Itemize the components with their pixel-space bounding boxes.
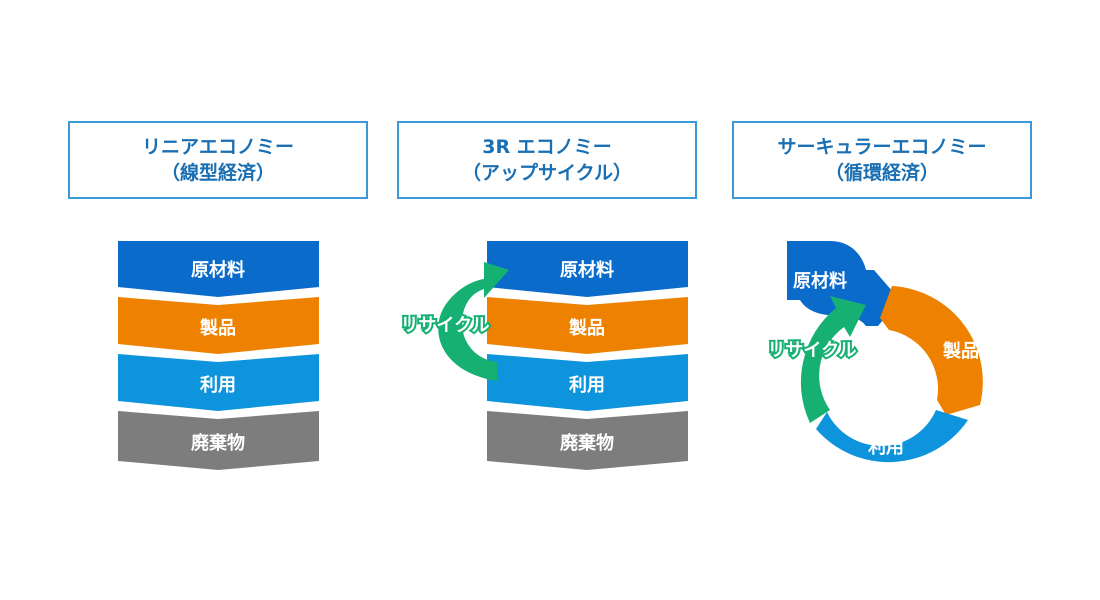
circular-recycle-label: リサイクル: [767, 340, 856, 361]
linear-economy-flow: 原材料 製品 利用 廃棄物: [118, 241, 319, 470]
3r-recycle-arrow: [438, 262, 509, 381]
circular-raw-material-label: 原材料: [793, 270, 847, 292]
circular-use-arc: [816, 410, 968, 463]
3r-economy-title-line2: （アップサイクル）: [461, 162, 633, 184]
circular-economy-title-line1: サーキュラーエコノミー: [777, 136, 987, 158]
circular-product-arc: [880, 286, 983, 415]
3r-raw-material-chevron: [487, 241, 688, 297]
circular-recycle-arc: [800, 296, 866, 423]
circular-use-label: 利用: [868, 436, 904, 458]
3r-economy-title-line1: 3R エコノミー: [482, 136, 612, 158]
linear-use-chevron: [118, 354, 319, 411]
circular-raw-material-arrow: [787, 241, 900, 326]
linear-product-label: 製品: [199, 318, 236, 339]
3r-use-chevron: [487, 354, 688, 411]
circular-product-label: 製品: [942, 341, 979, 362]
3r-raw-material-label: 原材料: [560, 259, 614, 281]
circular-economy-title-line2: （循環経済）: [824, 162, 939, 184]
linear-economy-title-line1: リニアエコノミー: [141, 136, 294, 158]
3r-waste-label: 廃棄物: [560, 432, 614, 454]
linear-raw-material-chevron: [118, 241, 319, 297]
3r-economy-flow: 原材料 製品 利用 廃棄物 リサイクル リサイクル: [398, 241, 688, 470]
linear-economy-title-line2: （線型経済）: [160, 162, 275, 184]
circular-economy-flow: 原材料 製品 利用 リサイクル: [765, 241, 983, 463]
linear-product-chevron: [118, 297, 319, 354]
3r-product-chevron: [487, 297, 688, 354]
linear-use-label: 利用: [200, 374, 236, 396]
circular-economy-title: サーキュラーエコノミー （循環経済）: [732, 121, 1032, 199]
linear-economy-title: リニアエコノミー （線型経済）: [68, 121, 368, 199]
3r-economy-title: 3R エコノミー （アップサイクル）: [397, 121, 697, 199]
linear-waste-label: 廃棄物: [191, 432, 245, 454]
3r-waste-chevron: [487, 411, 688, 470]
3r-product-label: 製品: [568, 318, 605, 339]
3r-recycle-label: リサイクル: [400, 315, 489, 336]
linear-waste-chevron: [118, 411, 319, 470]
linear-raw-material-label: 原材料: [191, 259, 245, 281]
3r-use-label: 利用: [569, 374, 605, 396]
